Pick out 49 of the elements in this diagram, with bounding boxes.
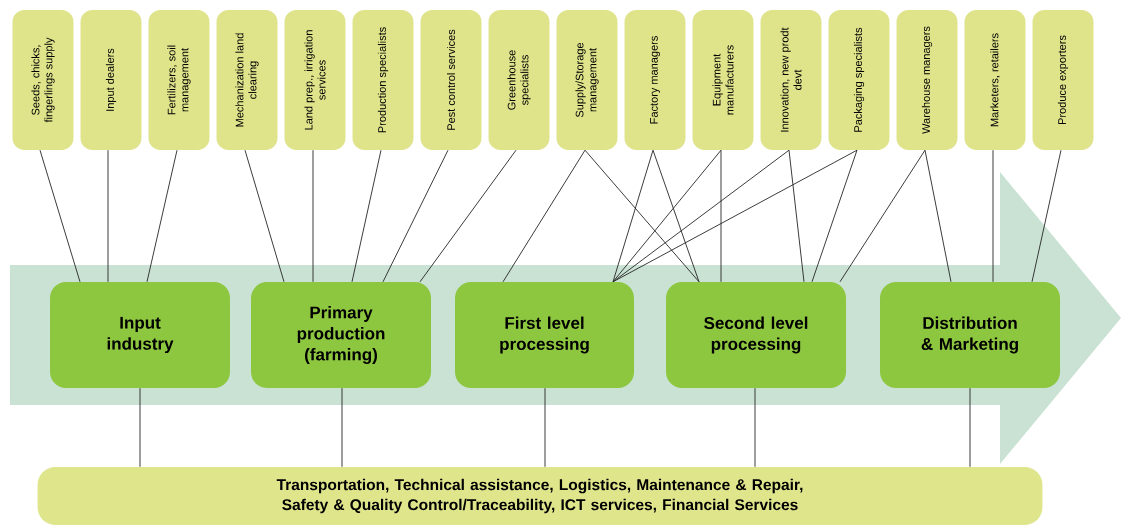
role-box: Input dealers [80, 10, 142, 150]
services-band: Transportation, Technical assistance, Logistics, Maintenance & Repair, Safety & Quality Control/Traceability, ICT services, Financial Services [37, 467, 1043, 525]
connector-line [612, 149, 858, 283]
connector-line [1031, 149, 1062, 283]
role-box: Packaging specialists [828, 10, 890, 150]
role-box: Equipment manufacturers [692, 10, 754, 150]
role-box: Seeds, chicks, fingerlings supply [12, 10, 74, 150]
connector-line [788, 149, 805, 283]
role-box: Mechanization land clearing [216, 10, 278, 150]
connector-line [612, 149, 654, 283]
role-box: Marketers, retailers [964, 10, 1026, 150]
connector-line [312, 149, 314, 283]
role-box: Production specialists [352, 10, 414, 150]
stage-box: Distribution & Marketing [880, 282, 1060, 388]
connector-line [419, 149, 517, 283]
role-box: Fertilizers, soil management [148, 10, 210, 150]
role-box: Produce exporters [1032, 10, 1094, 150]
connector-line [839, 149, 926, 283]
connector-line [720, 149, 722, 283]
connector-line [382, 149, 449, 283]
role-box: Innovation, new prodt devt [760, 10, 822, 150]
stage-box: Input industry [50, 282, 230, 388]
role-box: Warehouse managers [896, 10, 958, 150]
connector-line [244, 149, 285, 283]
role-box: Greenhouse specialists [488, 10, 550, 150]
connector-line [39, 149, 81, 283]
role-box: Supply/Storage management [556, 10, 618, 150]
connector-line [146, 149, 178, 283]
connector-line [351, 149, 382, 283]
connector-line [544, 387, 546, 468]
connector-line [612, 149, 722, 283]
connector-line [969, 387, 971, 468]
connector-line [754, 387, 756, 468]
role-box: Pest control services [420, 10, 482, 150]
connector-line [341, 387, 343, 468]
connector-line [502, 149, 586, 283]
connector-line [107, 149, 109, 283]
connector-line [612, 149, 790, 283]
connector-line [652, 149, 700, 283]
connector-line [992, 149, 994, 283]
role-box: Factory managers [624, 10, 686, 150]
stage-box: First level processing [455, 282, 634, 388]
stage-box: Second level processing [666, 282, 846, 388]
connector-line [924, 149, 952, 283]
stage-box: Primary production (farming) [251, 282, 431, 388]
role-box: Land prep., irrigation services [284, 10, 346, 150]
connector-line [139, 387, 141, 468]
connector-line [584, 149, 700, 283]
connector-line [811, 149, 858, 283]
